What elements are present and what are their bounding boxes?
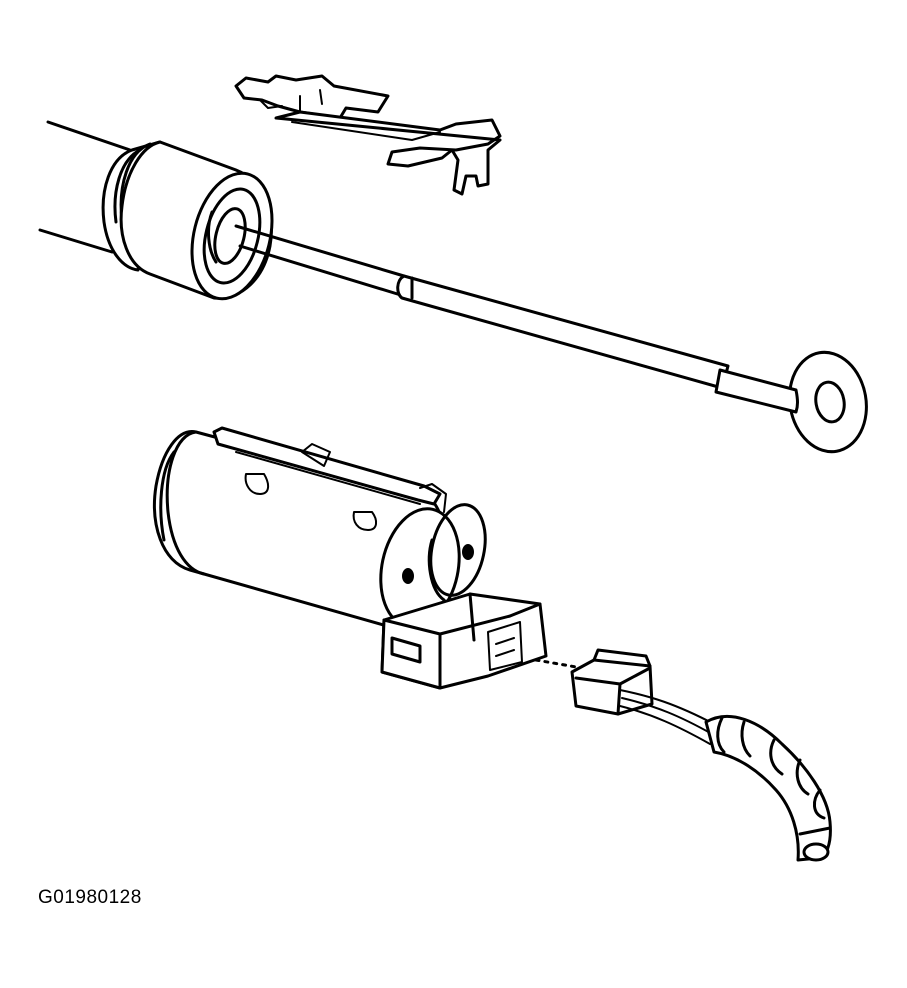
alignment-line [534, 658, 584, 670]
retainer-bracket [234, 74, 502, 196]
switch-assembly [153, 426, 548, 690]
figure-id-label: G01980128 [38, 887, 142, 908]
actuator-rod [234, 224, 868, 454]
harness-connector [570, 648, 832, 862]
column-housing [38, 120, 274, 301]
